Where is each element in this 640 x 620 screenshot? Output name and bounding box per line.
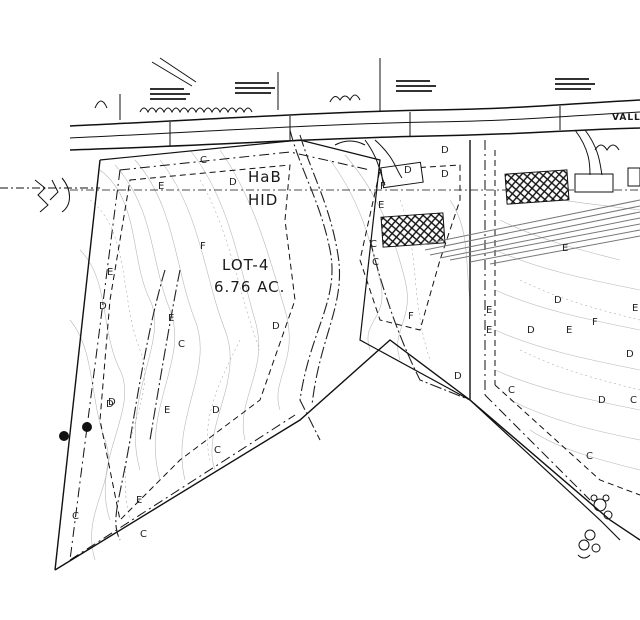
soil-label: F (380, 181, 386, 192)
soil-label: E (486, 305, 493, 316)
soil-label: C (214, 445, 221, 456)
soil-label: D (404, 165, 412, 176)
soil-label: D (106, 399, 114, 410)
soil-label: C (140, 529, 147, 540)
soil-label: D (626, 349, 634, 360)
soil-label: E (158, 181, 165, 192)
lot-name: LOT-4 (222, 256, 270, 274)
soil-label: C (508, 385, 515, 396)
road-annotations (150, 78, 595, 100)
drainage-lines (115, 129, 471, 541)
soil-label: E (562, 243, 569, 254)
soil-label: C (630, 395, 637, 406)
monument-dots (59, 422, 92, 441)
survey-marks (0, 177, 100, 213)
soil-label: D (99, 301, 107, 312)
soil-label: E (164, 405, 171, 416)
soil-label: E (566, 325, 573, 336)
soil-label: D (454, 371, 462, 382)
soil-label: D (272, 321, 280, 332)
soil-label: F (592, 317, 598, 328)
lot-area: 6.76 AC. (214, 278, 286, 296)
soil-label: C (72, 511, 79, 522)
soil-label: D (527, 325, 535, 336)
soil-label: D (554, 295, 562, 306)
soil-label: E (486, 325, 493, 336)
soil-label: F (200, 241, 206, 252)
tree-rows (94, 57, 620, 151)
soil-label: D (441, 169, 449, 180)
soil-label: E (378, 200, 385, 211)
soil-label: C (370, 239, 377, 250)
driveways (334, 129, 603, 186)
soil-label: E (136, 495, 143, 506)
soil-code-hab: HaB (248, 168, 282, 186)
soil-label: E (632, 303, 639, 314)
soil-label: C (586, 451, 593, 462)
soil-label: C (372, 257, 379, 268)
adjacent-lot (469, 140, 640, 541)
soil-label: D (108, 397, 116, 408)
building-pads (380, 161, 640, 248)
soil-label: E (168, 313, 175, 324)
road-name: VALLE (612, 113, 640, 123)
soil-label: D (598, 395, 606, 406)
soil-label: D (441, 145, 449, 156)
soil-label: D (212, 405, 220, 416)
soil-label: E (107, 267, 114, 278)
lot-4-boundary (54, 139, 621, 571)
hatched-swale (419, 199, 640, 265)
soil-code-hid: HID (248, 191, 279, 209)
soil-label: C (200, 155, 207, 166)
soil-label: C (178, 339, 185, 350)
tree-symbols (577, 494, 613, 559)
soil-label: F (408, 311, 414, 322)
soil-label: D (229, 177, 237, 188)
building-envelope (99, 164, 461, 522)
